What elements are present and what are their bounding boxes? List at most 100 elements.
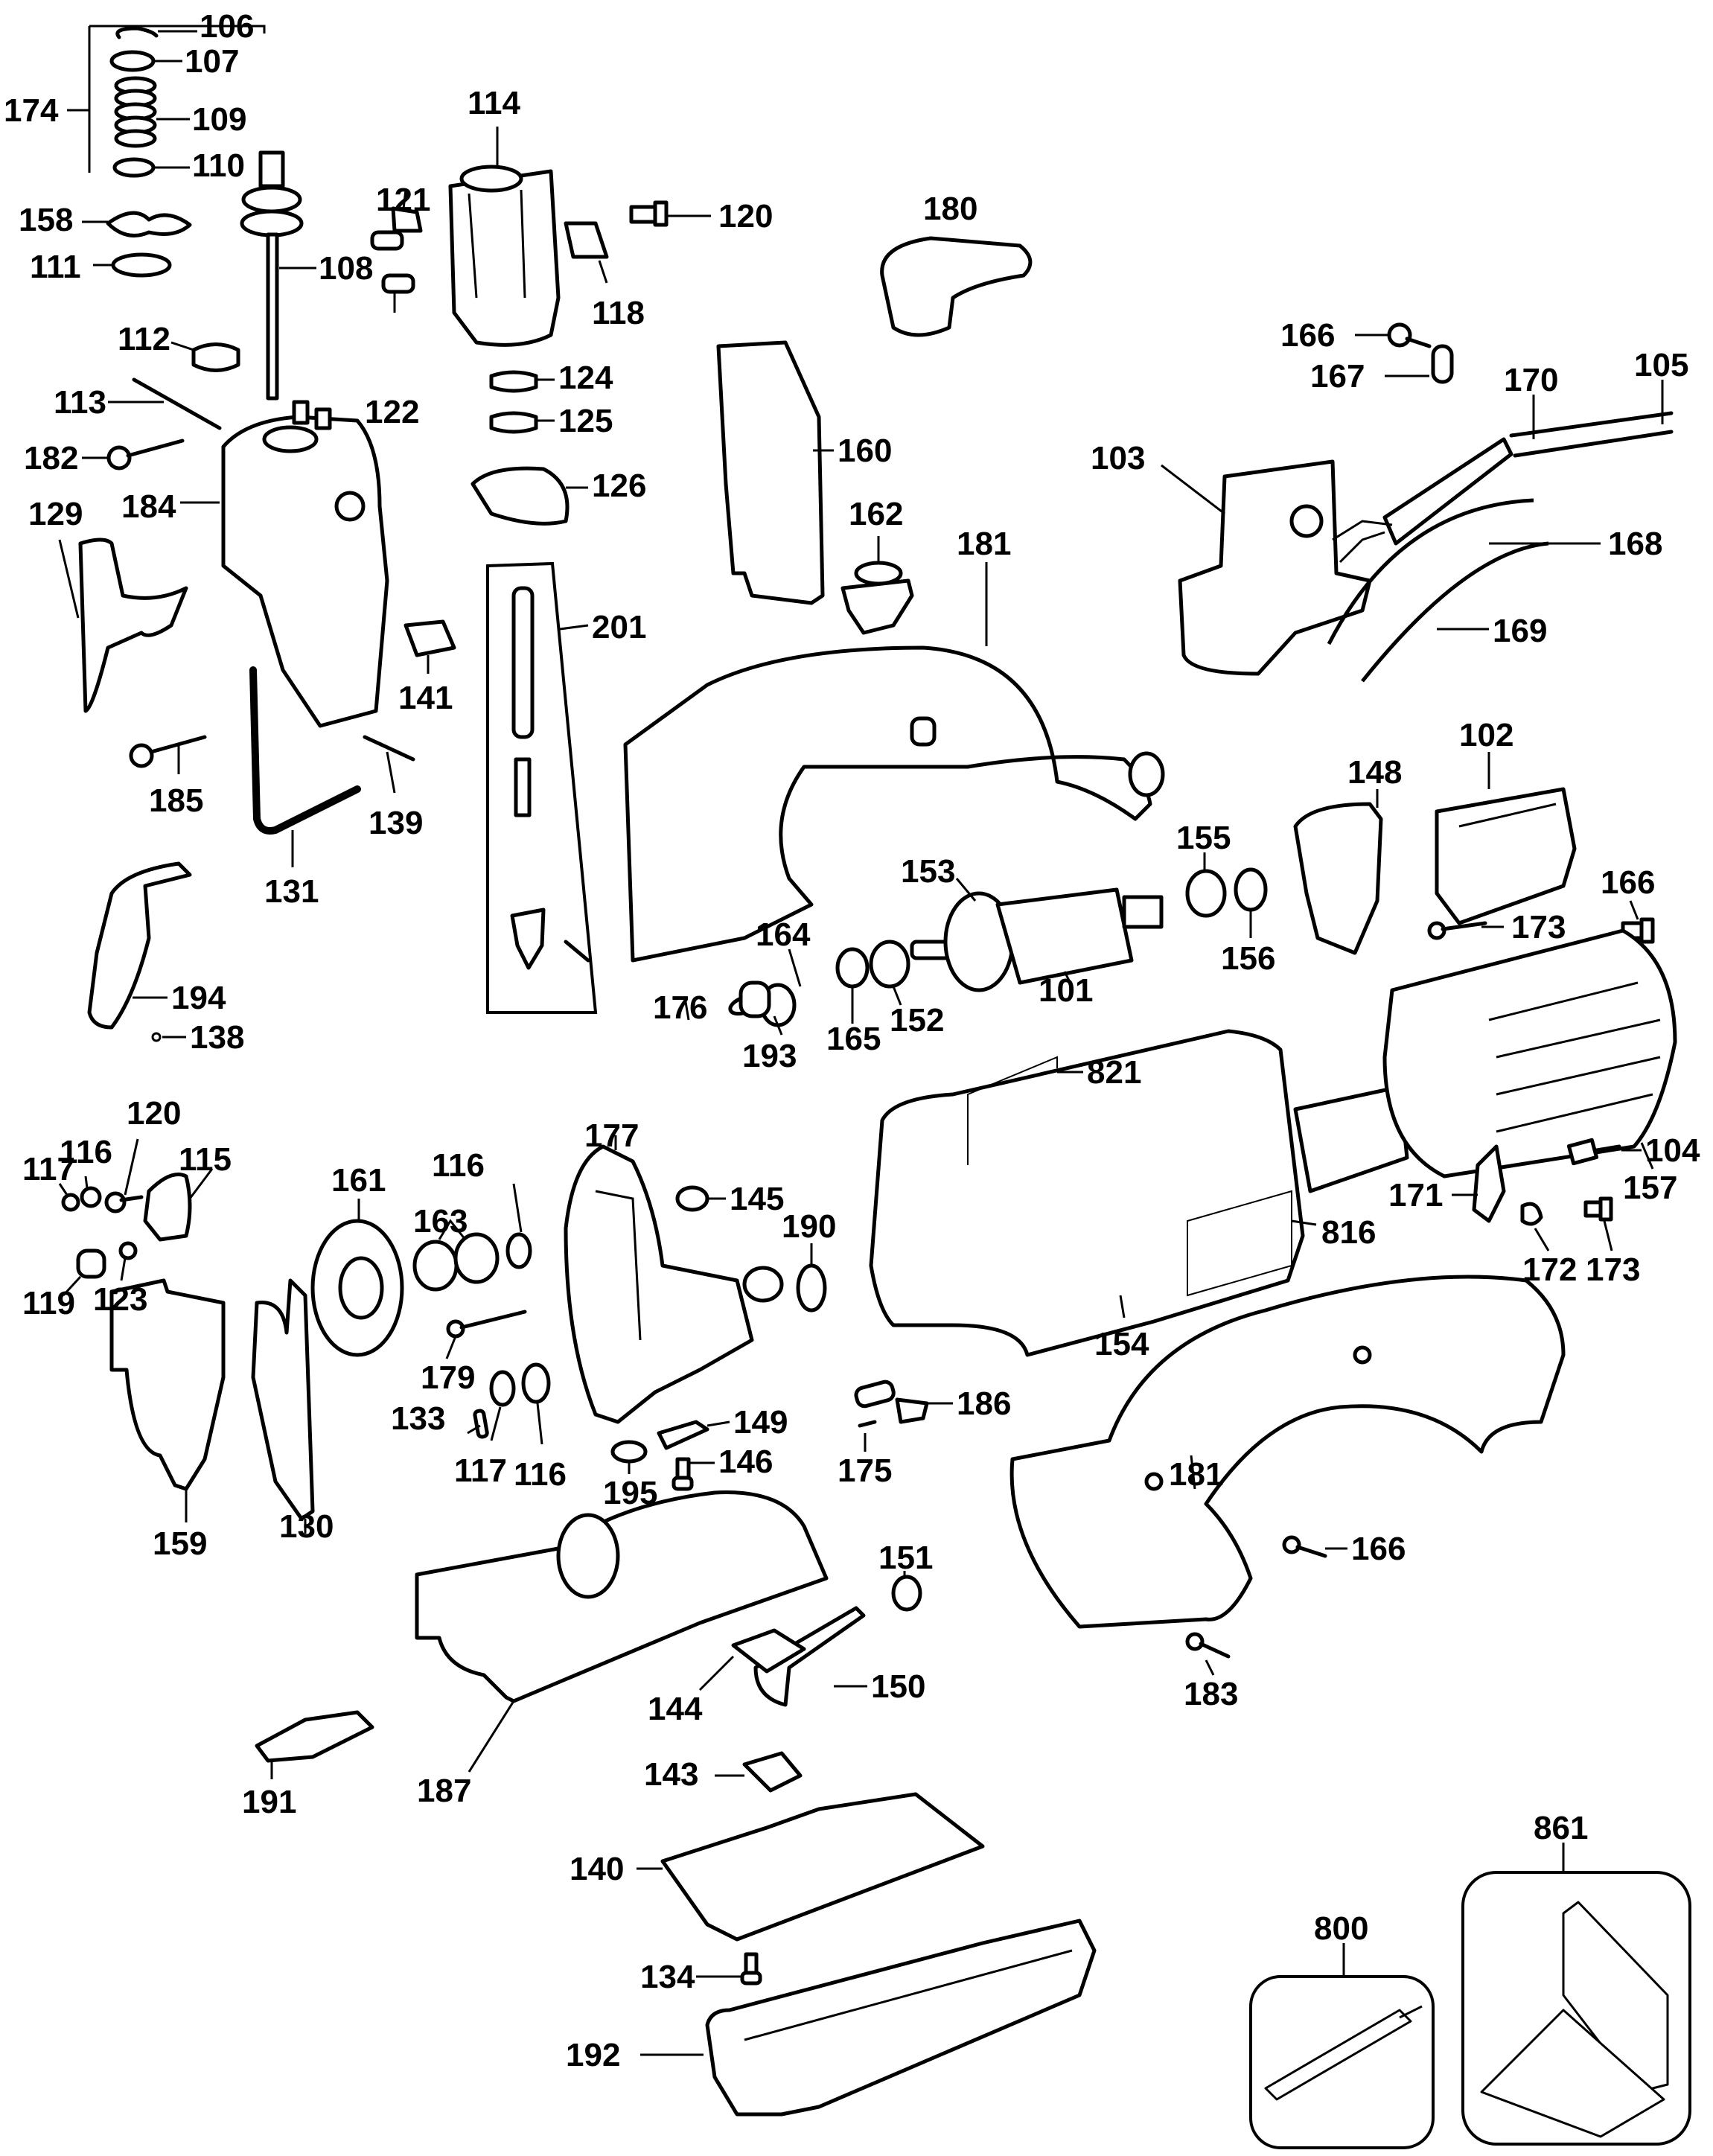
part-124-bushing bbox=[489, 370, 538, 393]
label-201: 201 bbox=[592, 609, 646, 645]
label-103: 103 bbox=[1091, 440, 1145, 476]
part-166-screw-top bbox=[1387, 322, 1432, 348]
label-119: 119 bbox=[22, 1285, 75, 1321]
label-126: 126 bbox=[592, 468, 646, 504]
part-116-washer-left bbox=[80, 1186, 102, 1208]
part-160-gasket bbox=[716, 340, 825, 605]
part-195-washer bbox=[610, 1440, 648, 1464]
label-176: 176 bbox=[653, 989, 707, 1026]
part-800-blade-set bbox=[1264, 2005, 1423, 2101]
label-167: 167 bbox=[1310, 358, 1365, 395]
label-195: 195 bbox=[603, 1475, 657, 1511]
label-106: 106 bbox=[200, 8, 254, 45]
label-168: 168 bbox=[1608, 526, 1662, 562]
part-177-gear-case bbox=[564, 1144, 754, 1424]
label-174: 174 bbox=[4, 92, 59, 129]
label-175: 175 bbox=[838, 1452, 892, 1489]
label-134: 134 bbox=[640, 1959, 695, 1995]
label-143: 143 bbox=[644, 1756, 698, 1793]
label-102: 102 bbox=[1459, 717, 1513, 753]
label-113: 113 bbox=[54, 384, 106, 421]
part-101-armature bbox=[910, 887, 1164, 992]
part-181-housing-half bbox=[623, 645, 1165, 963]
part-168-wire bbox=[1327, 498, 1534, 645]
part-125-bushing bbox=[489, 411, 538, 434]
label-109: 109 bbox=[192, 101, 246, 138]
label-193: 193 bbox=[742, 1038, 797, 1074]
part-166-screw-low bbox=[1282, 1535, 1327, 1558]
part-184-gear-housing bbox=[221, 400, 389, 728]
accessory-box-861 bbox=[1461, 1871, 1691, 2146]
label-110: 110 bbox=[192, 147, 245, 184]
part-120-screw-left bbox=[104, 1191, 144, 1213]
label-151: 151 bbox=[878, 1540, 933, 1576]
part-146-screw bbox=[672, 1457, 694, 1491]
part-140-base-plate bbox=[660, 1792, 985, 1942]
label-816: 816 bbox=[1321, 1214, 1376, 1251]
part-109-spring bbox=[114, 76, 157, 148]
part-114-plunger-guide bbox=[448, 165, 561, 347]
label-122: 122 bbox=[365, 394, 419, 430]
label-115: 115 bbox=[179, 1141, 232, 1178]
part-102-field bbox=[1435, 787, 1577, 925]
label-116-low: 116 bbox=[514, 1456, 567, 1493]
label-821-box bbox=[967, 1056, 1058, 1165]
part-186-roller-bracket bbox=[854, 1380, 929, 1424]
label-192: 192 bbox=[566, 2037, 620, 2073]
label-163: 163 bbox=[413, 1203, 468, 1240]
label-155: 155 bbox=[1176, 820, 1231, 856]
part-192-base bbox=[705, 1919, 1097, 2117]
part-119-roller bbox=[76, 1248, 106, 1279]
label-120-left: 120 bbox=[127, 1095, 181, 1132]
label-145: 145 bbox=[730, 1181, 784, 1217]
label-173-mid: 173 bbox=[1511, 909, 1566, 945]
label-194: 194 bbox=[171, 980, 226, 1016]
part-183-screw bbox=[1185, 1632, 1231, 1659]
part-187-shoe-holder bbox=[415, 1490, 829, 1703]
label-181-top: 181 bbox=[957, 526, 1011, 562]
part-169-wire bbox=[1361, 541, 1549, 683]
part-201-plunger-kit bbox=[510, 586, 590, 970]
label-149: 149 bbox=[733, 1404, 788, 1441]
part-130-lever bbox=[251, 1278, 315, 1521]
part-158-spring-clip bbox=[106, 211, 192, 237]
label-139: 139 bbox=[369, 805, 423, 841]
part-121-clip bbox=[391, 206, 423, 233]
label-158: 158 bbox=[19, 202, 73, 238]
label-166-top: 166 bbox=[1280, 317, 1335, 354]
part-116-washer-low bbox=[521, 1362, 551, 1404]
part-141-clip bbox=[403, 619, 456, 657]
part-157-end-cap bbox=[1382, 928, 1677, 1179]
label-117-low: 117 bbox=[454, 1452, 507, 1489]
part-120-screw bbox=[629, 200, 669, 227]
label-162: 162 bbox=[849, 496, 903, 532]
label-159: 159 bbox=[153, 1525, 207, 1562]
label-120-top: 120 bbox=[718, 198, 773, 235]
label-111: 111 bbox=[30, 249, 81, 285]
label-172: 172 bbox=[1522, 1251, 1577, 1288]
label-165: 165 bbox=[826, 1021, 881, 1057]
part-185-screw bbox=[129, 735, 207, 768]
part-172-spring bbox=[1520, 1202, 1543, 1226]
label-116-mid: 116 bbox=[432, 1147, 485, 1184]
part-190-lever bbox=[742, 1263, 827, 1313]
label-177: 177 bbox=[584, 1117, 639, 1154]
label-190: 190 bbox=[782, 1208, 836, 1245]
label-121: 121 bbox=[376, 182, 430, 218]
part-108-plunger bbox=[240, 150, 304, 401]
label-187: 187 bbox=[417, 1773, 471, 1809]
label-118: 118 bbox=[592, 295, 645, 331]
label-104: 104 bbox=[1645, 1132, 1700, 1169]
part-163a-bearing bbox=[412, 1240, 459, 1292]
part-123-washer bbox=[118, 1241, 138, 1260]
label-125: 125 bbox=[558, 403, 613, 439]
label-123: 123 bbox=[93, 1281, 147, 1318]
part-143-plate bbox=[742, 1751, 803, 1793]
part-173-screw-mid bbox=[1427, 921, 1487, 940]
label-101: 101 bbox=[1039, 972, 1093, 1009]
label-152: 152 bbox=[890, 1002, 944, 1039]
label-191: 191 bbox=[242, 1784, 296, 1820]
part-149-slider bbox=[657, 1420, 709, 1450]
part-165-washer bbox=[835, 947, 870, 989]
label-144: 144 bbox=[648, 1691, 703, 1727]
